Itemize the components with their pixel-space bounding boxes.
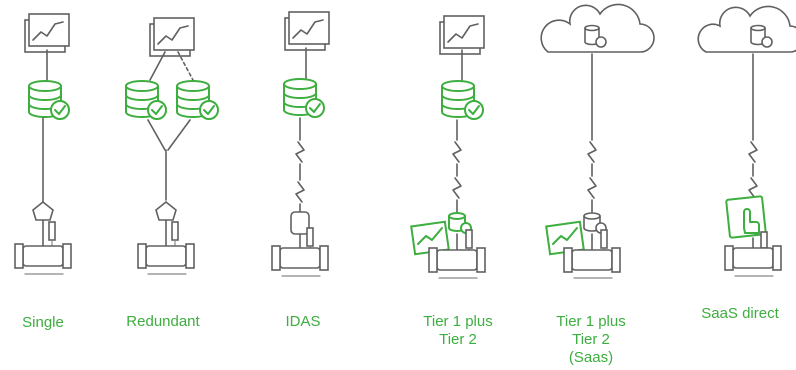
wireless-link-icon xyxy=(452,177,462,199)
wireless-link-icon xyxy=(295,181,305,203)
wireless-link-icon xyxy=(587,177,597,199)
valve-actuator-icon xyxy=(428,229,486,279)
column-idas xyxy=(271,11,330,277)
wireless-link-icon xyxy=(587,141,597,163)
edge-device-icon xyxy=(410,212,472,256)
column-tier1-plus-tier2-saas xyxy=(540,3,655,279)
label-idas: IDAS xyxy=(285,313,321,330)
database-check-icon xyxy=(125,80,167,120)
trend-monitor-icon xyxy=(149,17,195,57)
label-line: (Saas) xyxy=(568,349,614,366)
wireless-link-icon xyxy=(452,141,462,163)
column-redundant xyxy=(125,17,219,275)
valve-actuator-icon xyxy=(137,200,195,275)
database-check-icon xyxy=(283,78,325,118)
valve-actuator-icon xyxy=(14,200,72,275)
database-check-icon xyxy=(28,80,70,120)
label-line: Tier 2 xyxy=(572,331,610,348)
label-redundant: Redundant xyxy=(126,313,200,330)
trend-monitor-icon xyxy=(284,11,330,51)
column-tier1-plus-tier2 xyxy=(410,15,486,279)
label-single: Single xyxy=(22,314,64,331)
edge-device-icon xyxy=(545,212,607,256)
cloud-database-icon xyxy=(540,3,655,53)
column-saas-direct xyxy=(697,5,796,277)
valve-actuator-icon xyxy=(563,229,621,279)
label-line: Tier 1 plus xyxy=(556,313,626,330)
trend-monitor-icon xyxy=(439,15,485,55)
wireless-link-icon xyxy=(748,141,758,163)
database-check-icon xyxy=(441,80,484,120)
cloud-database-icon xyxy=(697,5,796,53)
valve-actuator-icon xyxy=(724,231,782,277)
valve-actuator-icon xyxy=(271,211,329,277)
database-check-icon xyxy=(176,80,219,120)
tablet-touch-icon xyxy=(725,195,767,239)
label-tier1-plus-tier2: Tier 1 plus Tier 2 xyxy=(398,313,518,349)
label-line: Tier 1 plus xyxy=(423,313,493,330)
wireless-link-icon xyxy=(748,177,758,199)
column-single xyxy=(14,13,72,275)
trend-monitor-icon xyxy=(24,13,70,53)
label-saas-direct: SaaS direct xyxy=(701,305,779,322)
label-line: Tier 2 xyxy=(439,331,477,348)
wireless-link-icon xyxy=(295,141,305,163)
label-tier1-plus-tier2-saas: Tier 1 plus Tier 2 (Saas) xyxy=(531,313,651,367)
